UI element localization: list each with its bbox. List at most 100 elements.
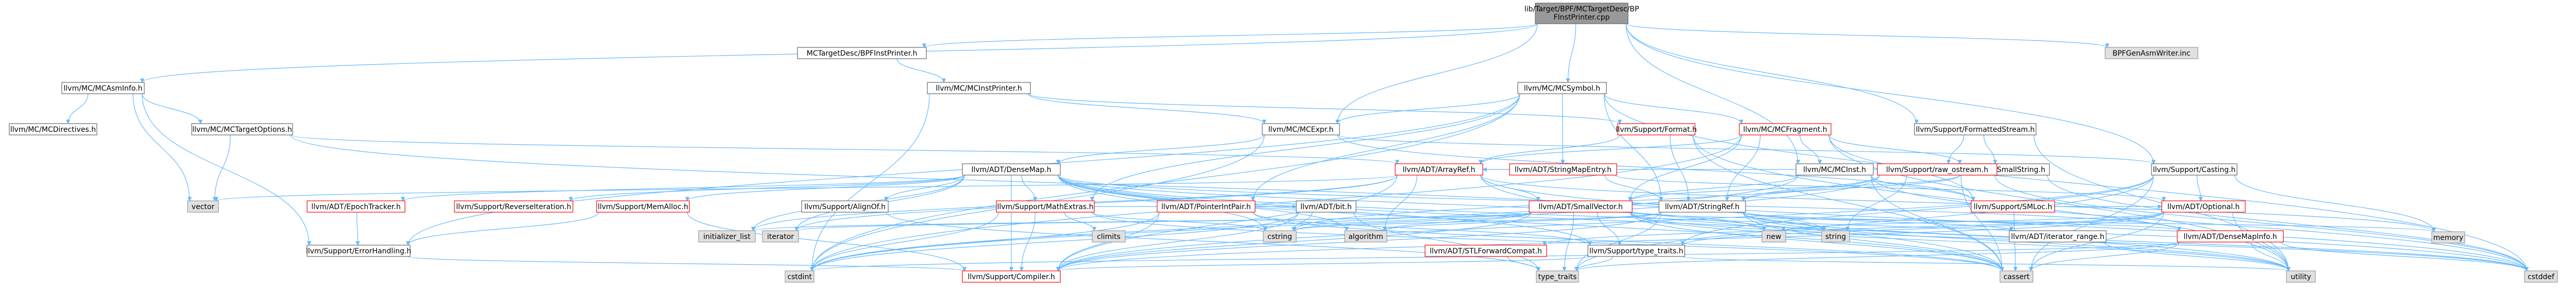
edge-arrayRef-to-algorithm xyxy=(1382,175,1417,231)
include-node[interactable]: llvm/Support/MathExtras.h xyxy=(996,200,1095,213)
edge-typeTraits-to-utility xyxy=(1682,256,2291,271)
node-box xyxy=(2009,230,2107,243)
include-node[interactable]: llvm/Support/ErrorHandling.h xyxy=(306,245,411,257)
node-label: llvm/Support/Format.h xyxy=(1616,126,1697,134)
include-node[interactable]: new xyxy=(1761,230,1786,243)
node-label: llvm/ADT/EpochTracker.h xyxy=(311,203,400,211)
edge-root-to-formattedStream xyxy=(1625,23,1919,124)
edge-optional-to-typeTraits xyxy=(1681,212,2164,246)
node-box xyxy=(1914,123,2037,135)
node-label: llvm/ADT/ArrayRef.h xyxy=(1403,166,1476,174)
edge-mcExpr-to-denseMap xyxy=(1056,134,1265,164)
edge-smallVector-to-cassert xyxy=(1630,212,2005,271)
edge-mcInst-to-cassert xyxy=(1871,175,2005,271)
include-node[interactable]: llvm/MC/MCDirectives.h xyxy=(9,123,97,135)
include-node[interactable]: llvm/ADT/StringRef.h xyxy=(1658,200,1746,213)
node-label: cstddef xyxy=(2528,273,2555,281)
include-node[interactable]: cstddef xyxy=(2524,270,2558,283)
include-node[interactable]: llvm/Support/FormattedStream.h xyxy=(1914,123,2037,135)
include-node[interactable]: llvm/ADT/EpochTracker.h xyxy=(307,200,405,213)
node-label: memory xyxy=(2433,234,2464,242)
include-node[interactable]: cstdint xyxy=(785,270,815,283)
include-node[interactable]: climits xyxy=(1092,230,1126,243)
node-box xyxy=(2161,200,2246,213)
node-label: llvm/Support/MemAlloc.h xyxy=(598,203,688,211)
edge-bpfInstPrinterH-to-mcInstPrinter xyxy=(896,58,946,83)
edge-root-to-genAsmWriter xyxy=(1625,23,2109,48)
include-node[interactable]: llvm/Support/MemAlloc.h xyxy=(596,200,690,213)
edge-typeTraits-to-compilerH xyxy=(1056,256,1590,271)
node-label: cstdint xyxy=(787,273,812,281)
include-node[interactable]: string xyxy=(1821,230,1850,243)
include-node[interactable]: llvm/MC/MCTargetOptions.h xyxy=(191,123,293,135)
include-node[interactable]: MCTargetDesc/BPFInstPrinter.h xyxy=(797,47,927,59)
include-node[interactable]: llvm/ADT/DenseMap.h xyxy=(962,163,1061,176)
include-node[interactable]: cassert xyxy=(1999,270,2033,283)
edge-denseMap-to-epochTracker xyxy=(401,175,965,201)
edge-epochTracker-to-errorHandling xyxy=(355,212,360,246)
include-node[interactable]: initializer_list xyxy=(698,230,756,243)
node-label: llvm/Support/FormattedStream.h xyxy=(1916,126,2035,134)
edge-root-to-mcExpr xyxy=(1335,23,1538,124)
edge-optional-to-stlForwardCompat xyxy=(1543,212,2164,246)
node-box xyxy=(2286,270,2316,283)
include-node[interactable]: llvm/ADT/SmallVector.h xyxy=(1529,200,1633,213)
include-node[interactable]: llvm/Support/AlignOf.h xyxy=(801,200,889,213)
node-box xyxy=(2524,270,2558,283)
edge-errorHandling-to-compilerH xyxy=(408,256,967,271)
edge-mcExpr-to-smloc xyxy=(1337,134,1976,201)
edge-denseMapInfo-to-cstddef xyxy=(2281,242,2529,271)
node-box xyxy=(1999,270,2033,283)
include-node[interactable]: llvm/ADT/STLForwardCompat.h xyxy=(1425,245,1547,257)
include-node[interactable]: type_traits xyxy=(1536,270,1579,283)
node-box xyxy=(1157,200,1256,213)
include-node[interactable]: llvm/ADT/PointerIntPair.h xyxy=(1157,200,1256,213)
node-label: vector xyxy=(192,203,215,211)
node-box xyxy=(1821,230,1850,243)
include-node[interactable]: vector xyxy=(187,200,219,213)
include-node[interactable]: llvm/Support/SMLoc.h xyxy=(1971,200,2055,213)
node-label: llvm/ADT/StringMapEntry.h xyxy=(1515,166,1612,174)
include-node[interactable]: llvm/ADT/Optional.h xyxy=(2161,200,2246,213)
node-box xyxy=(191,123,293,135)
include-node[interactable]: llvm/ADT/bit.h xyxy=(1296,200,1357,213)
edge-mcInstPrinter-to-mcExpr xyxy=(1028,93,1267,124)
edge-rawOstream-to-cstddef xyxy=(1994,175,2529,271)
node-label: iterator xyxy=(767,233,794,241)
node-label: type_traits xyxy=(1538,273,1577,281)
include-node[interactable]: llvm/Support/Format.h xyxy=(1616,123,1697,135)
edge-asmInfo-to-mcTargetOptions xyxy=(142,93,203,124)
include-node[interactable]: llvm/ADT/ArrayRef.h xyxy=(1395,163,1483,176)
include-node[interactable]: utility xyxy=(2286,270,2316,283)
node-label: llvm/ADT/DenseMap.h xyxy=(971,166,1051,174)
include-node[interactable]: llvm/MC/MCAsmInfo.h xyxy=(61,82,145,94)
include-node[interactable]: llvm/Support/ReverseIteration.h xyxy=(454,200,573,213)
edge-arrayRef-to-compilerH xyxy=(1056,175,1398,271)
node-box xyxy=(1262,123,1340,135)
node-box xyxy=(698,230,756,243)
include-node[interactable]: llvm/MC/MCSymbol.h xyxy=(1517,82,1607,94)
edge-smallString-to-cstddef xyxy=(2047,175,2529,271)
edge-mcSymbol-to-pointerIntPair xyxy=(1250,93,1520,201)
edge-adtBit-to-compilerH xyxy=(1056,212,1299,271)
edge-stlForwardCompat-to-typeTraitsStd xyxy=(1507,256,1541,271)
include-node[interactable]: llvm/Support/raw_ostream.h xyxy=(1877,163,1997,176)
include-node[interactable]: llvm/MC/MCInstPrinter.h xyxy=(927,82,1031,94)
node-box xyxy=(1263,230,1297,243)
include-node[interactable]: llvm/MC/MCFragment.h xyxy=(1739,123,1832,135)
include-node[interactable]: llvm/ADT/StringMapEntry.h xyxy=(1509,163,1617,176)
node-label: llvm/ADT/Optional.h xyxy=(2167,203,2240,211)
include-node[interactable]: algorithm xyxy=(1344,230,1387,243)
include-node[interactable]: llvm/MC/MCExpr.h xyxy=(1262,123,1340,135)
include-node[interactable]: cstring xyxy=(1263,230,1297,243)
include-node[interactable]: llvm/MC/MCInst.h xyxy=(1795,163,1874,176)
edge-smallVector-to-utility xyxy=(1630,212,2291,271)
include-node[interactable]: iterator xyxy=(762,230,799,243)
include-node[interactable]: llvm/Support/type_traits.h xyxy=(1587,245,1685,257)
include-node[interactable]: memory xyxy=(2431,231,2465,244)
include-node[interactable]: llvm/ADT/DenseMapInfo.h xyxy=(2177,230,2284,243)
include-node[interactable]: llvm/ADT/iterator_range.h xyxy=(2009,230,2107,243)
include-node[interactable]: BPFGenAsmWriter.inc xyxy=(2105,47,2198,59)
include-node[interactable]: llvm/Support/Compiler.h xyxy=(962,270,1061,283)
include-node[interactable]: llvm/Support/Casting.h xyxy=(2151,163,2238,176)
